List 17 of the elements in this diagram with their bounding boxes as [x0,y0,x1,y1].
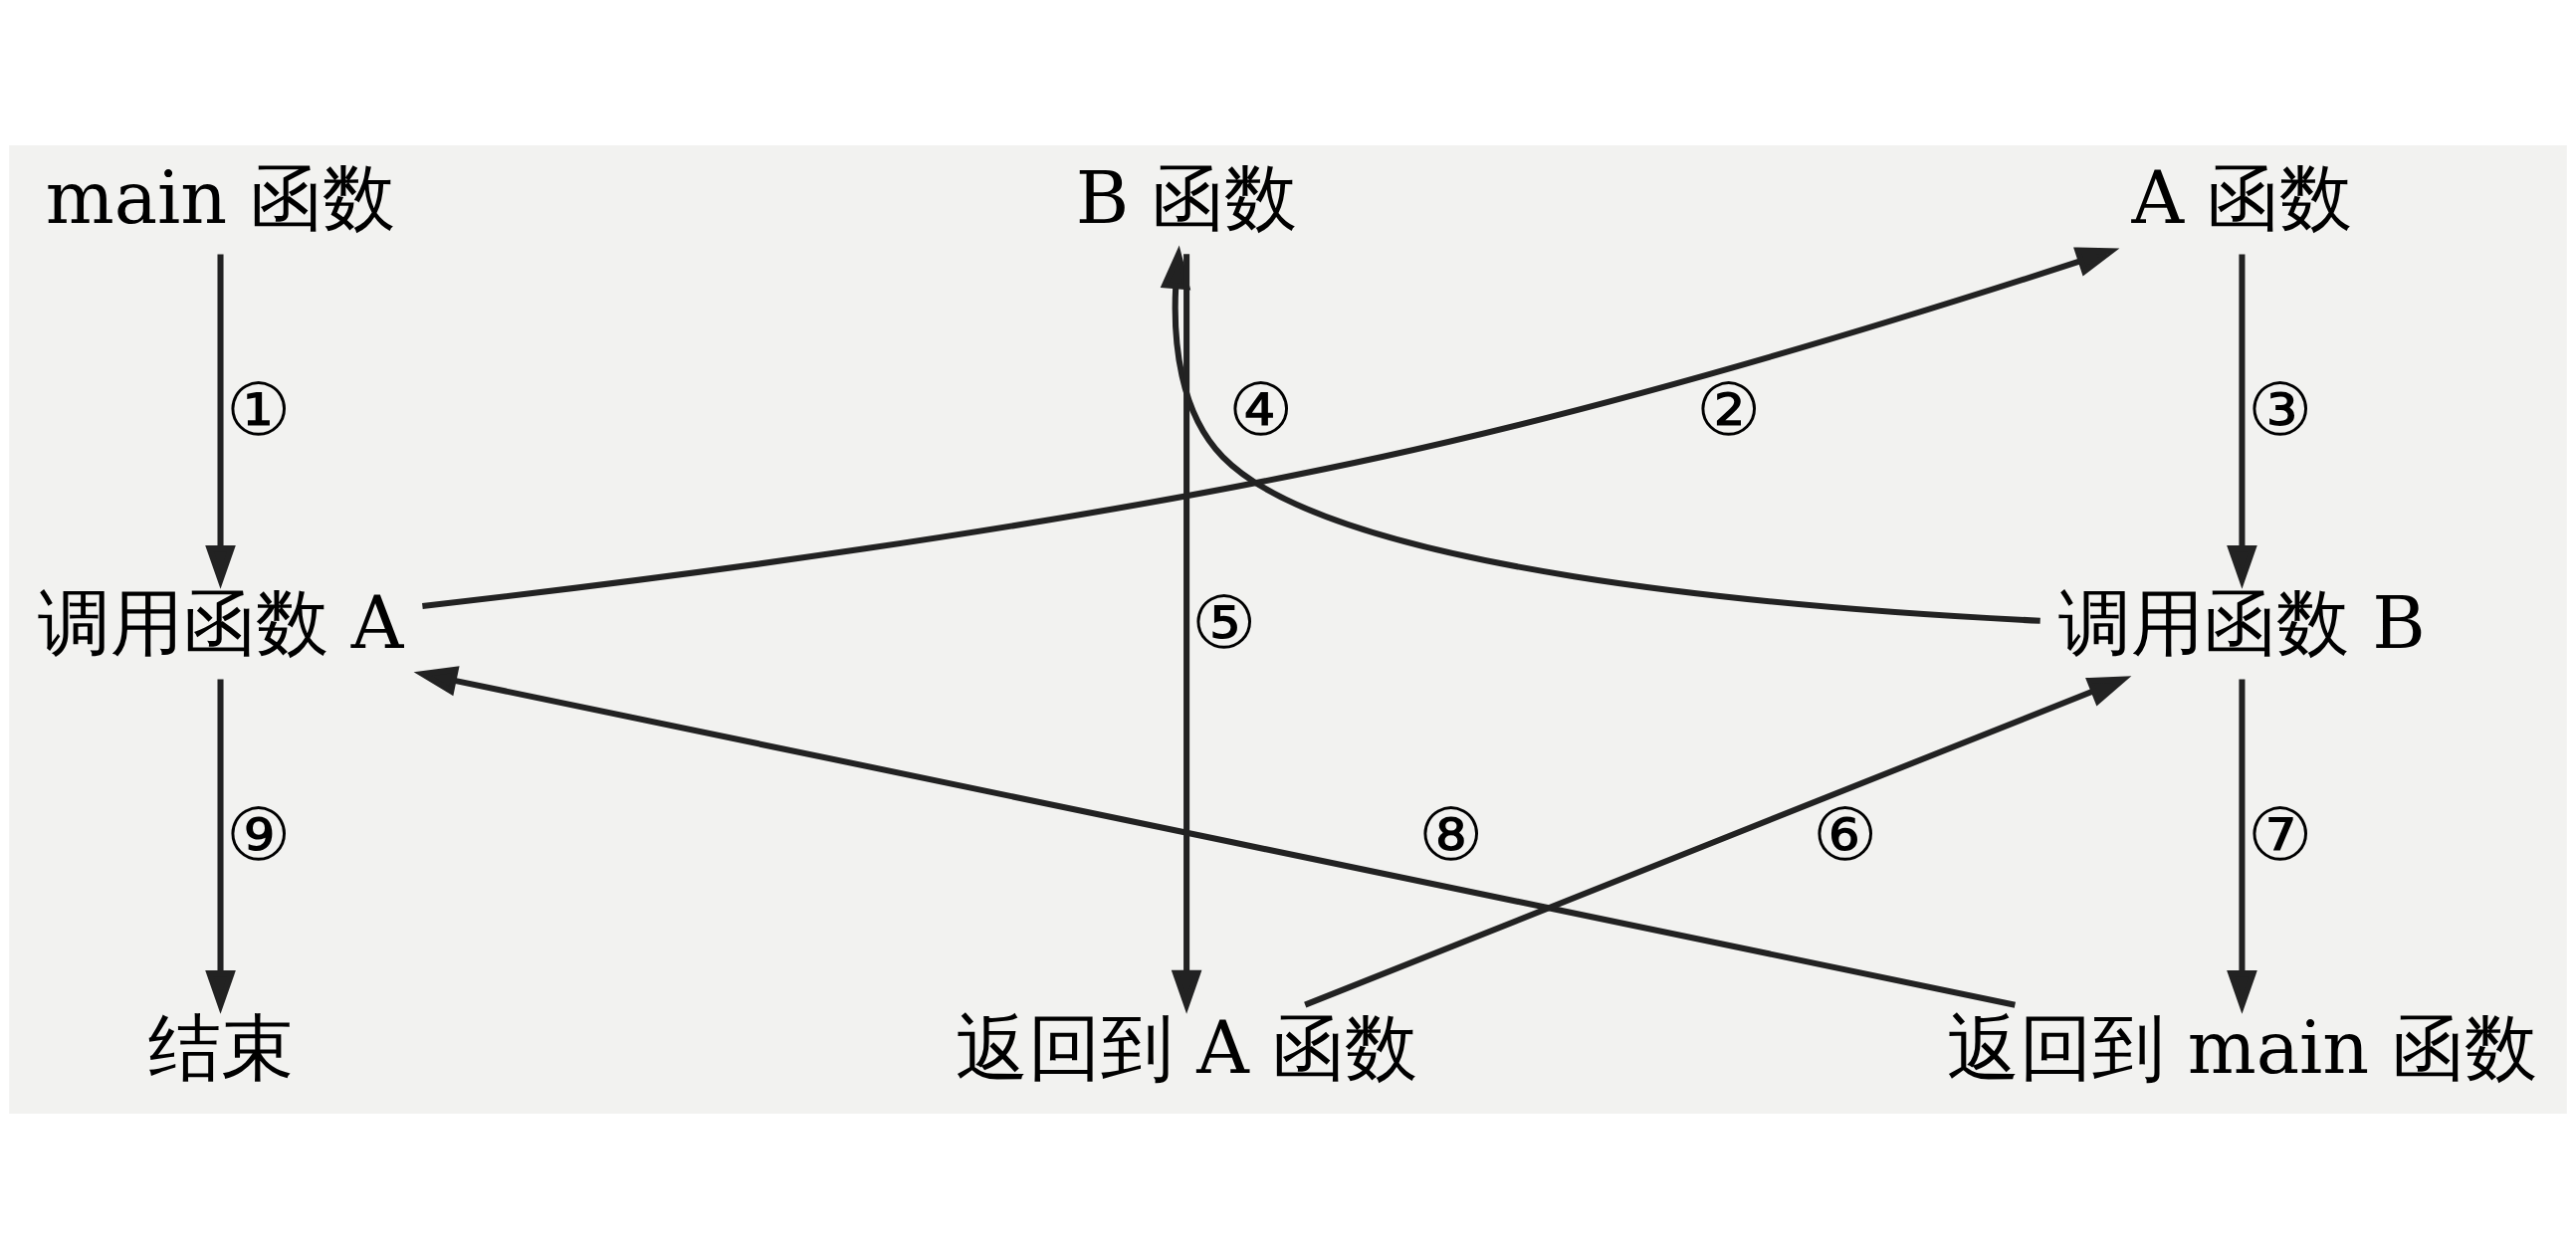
edge-label: ⑦ [2247,791,2312,877]
edge-label: ⑨ [225,791,291,877]
node-text: 结束 [147,1004,294,1090]
node-text: 调用函数 A [37,579,404,665]
edge-label: ⑧ [1418,791,1484,877]
edge-label: ④ [1227,366,1293,452]
edge-label: ⑤ [1191,579,1257,665]
node-text: 返回到 main 函数 [1946,1004,2538,1090]
edge-label: ② [1696,366,1762,452]
node-text: A 函数 [2131,154,2353,240]
edge-label: ⑥ [1812,791,1877,877]
edge-label: ① [225,366,291,452]
edge-label: ③ [2247,366,2312,452]
node-text: 调用函数 B [2058,579,2426,665]
node-text: 返回到 A 函数 [956,1004,1418,1090]
node-text: B 函数 [1075,154,1298,240]
node-text: main 函数 [45,154,396,240]
